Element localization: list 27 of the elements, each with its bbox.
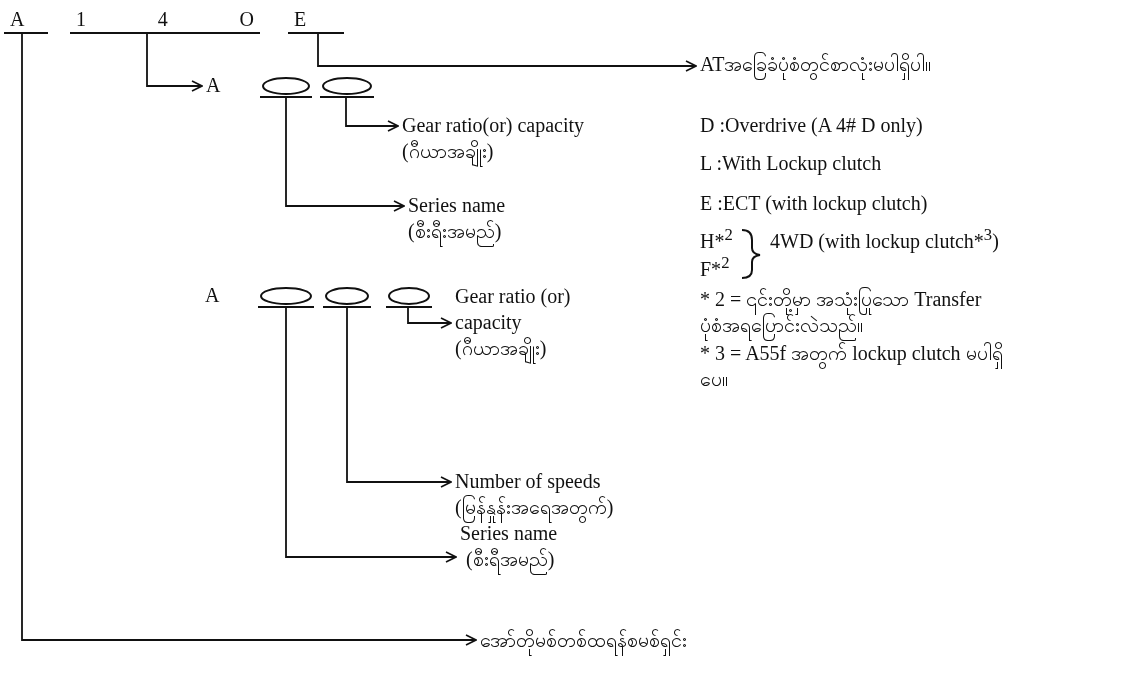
code-letter: 1: [76, 7, 86, 32]
code-definition: E :ECT (with lockup clutch): [700, 191, 929, 216]
footnote: * 3 = A55f အတွက် lockup clutch မပါရှိပေ။: [700, 341, 1004, 392]
code-definition: L :With Lockup clutch: [700, 151, 883, 176]
annotation-text: A: [205, 283, 221, 308]
arrow: [317, 33, 697, 72]
arrow: [146, 33, 203, 92]
code-definition: 4WD (with lockup clutch*$^{3}$): [770, 224, 1000, 254]
arrow: [285, 307, 457, 563]
annotation-text: Series name: [460, 522, 558, 546]
arrow: [346, 307, 452, 488]
annotation-text: Series name: [408, 193, 507, 218]
arrow: [21, 33, 477, 646]
code-letter: E: [294, 7, 307, 32]
code-letter: H*$^{2}$: [700, 224, 734, 254]
code-letter: A: [10, 7, 25, 32]
arrow: [285, 97, 405, 212]
arrow: [345, 97, 399, 132]
code-letter: 4: [157, 7, 168, 32]
arrow: [407, 307, 452, 329]
code-letter: F*$^{2}$: [700, 252, 731, 282]
code-letter: O: [239, 7, 254, 32]
annotation-text: Number of speeds: [455, 469, 602, 494]
annotation-text: Gear ratio(or) capacity: [402, 113, 586, 138]
annotation-text: A: [206, 73, 222, 98]
annotation-text: Gear ratio (or) capacity: [455, 284, 572, 335]
code-definition: D :Overdrive (A 4# D only): [700, 113, 924, 138]
